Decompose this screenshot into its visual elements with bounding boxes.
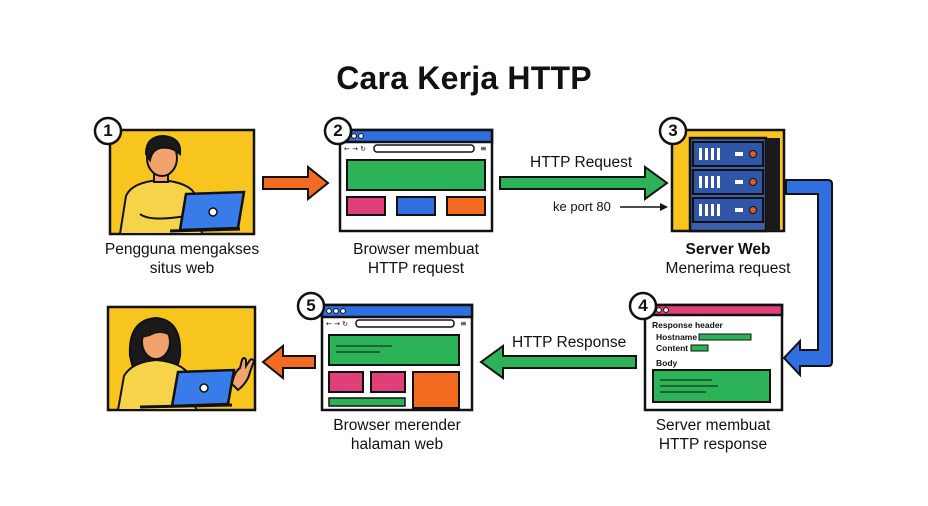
- response-content-label: Content: [656, 343, 688, 353]
- step3-server-illustration: [670, 128, 786, 233]
- step5-browser-window: ← → ↻ ≡: [320, 303, 474, 412]
- step3-caption-line2: Menerima request: [665, 260, 791, 277]
- http-response-label: HTTP Response: [512, 334, 627, 351]
- step2-browser-window: ← → ↻ ≡: [338, 128, 494, 233]
- step2-number: 2: [333, 121, 343, 140]
- step2-caption: Browser membuat HTTP request: [326, 240, 506, 278]
- step5-number-badge: [296, 291, 326, 321]
- step3-number-badge: [658, 116, 688, 146]
- arrow-user-to-browser: [262, 164, 330, 202]
- step2-caption-line2: HTTP request: [367, 260, 465, 277]
- step4-response-document: Response header Hostname Content Body: [643, 303, 784, 412]
- step2-caption-line1: Browser membuat: [353, 241, 479, 258]
- step5-number: 5: [306, 296, 316, 315]
- svg-text:≡: ≡: [460, 319, 467, 328]
- step3-caption: Server Web Menerima request: [638, 240, 818, 278]
- response-header-label: Response header: [652, 320, 724, 330]
- step1-caption-line1: Pengguna mengakses: [104, 241, 260, 258]
- step4-caption: Server membuat HTTP response: [623, 416, 803, 454]
- step5-caption-line2: halaman web: [350, 436, 444, 453]
- response-body-label: Body: [656, 358, 678, 368]
- svg-text:← → ↻: ← → ↻: [326, 320, 348, 328]
- arrow-browser-to-user: [261, 343, 316, 381]
- step1-user-illustration: [108, 128, 256, 236]
- step4-caption-line1: Server membuat: [655, 417, 771, 434]
- response-hostname-label: Hostname: [656, 332, 697, 342]
- svg-text:≡: ≡: [480, 144, 487, 153]
- step4-caption-line2: HTTP response: [658, 436, 768, 453]
- port-label: ke port 80: [553, 199, 611, 214]
- arrow-port-head: [660, 203, 668, 211]
- step4-number-badge: [628, 291, 658, 321]
- diagram-title: Cara Kerja HTTP: [336, 60, 592, 96]
- http-request-label: HTTP Request: [530, 154, 633, 171]
- arrow-server-to-response: [782, 179, 833, 378]
- step5-caption: Browser merender halaman web: [307, 416, 487, 454]
- step3-number: 3: [668, 121, 678, 140]
- step1-caption: Pengguna mengakses situs web: [92, 240, 272, 278]
- step4-number: 4: [638, 296, 648, 315]
- step1-number-badge: [93, 116, 123, 146]
- arrow-http-request: [499, 165, 669, 201]
- step3-caption-line1: Server Web: [685, 241, 771, 258]
- step5-caption-line1: Browser merender: [333, 417, 461, 434]
- step1-caption-line2: situs web: [149, 260, 215, 277]
- step1-number: 1: [103, 121, 113, 140]
- step2-number-badge: [323, 116, 353, 146]
- final-user-illustration: [106, 305, 257, 412]
- arrow-http-response: [479, 344, 637, 380]
- svg-text:← → ↻: ← → ↻: [344, 145, 366, 153]
